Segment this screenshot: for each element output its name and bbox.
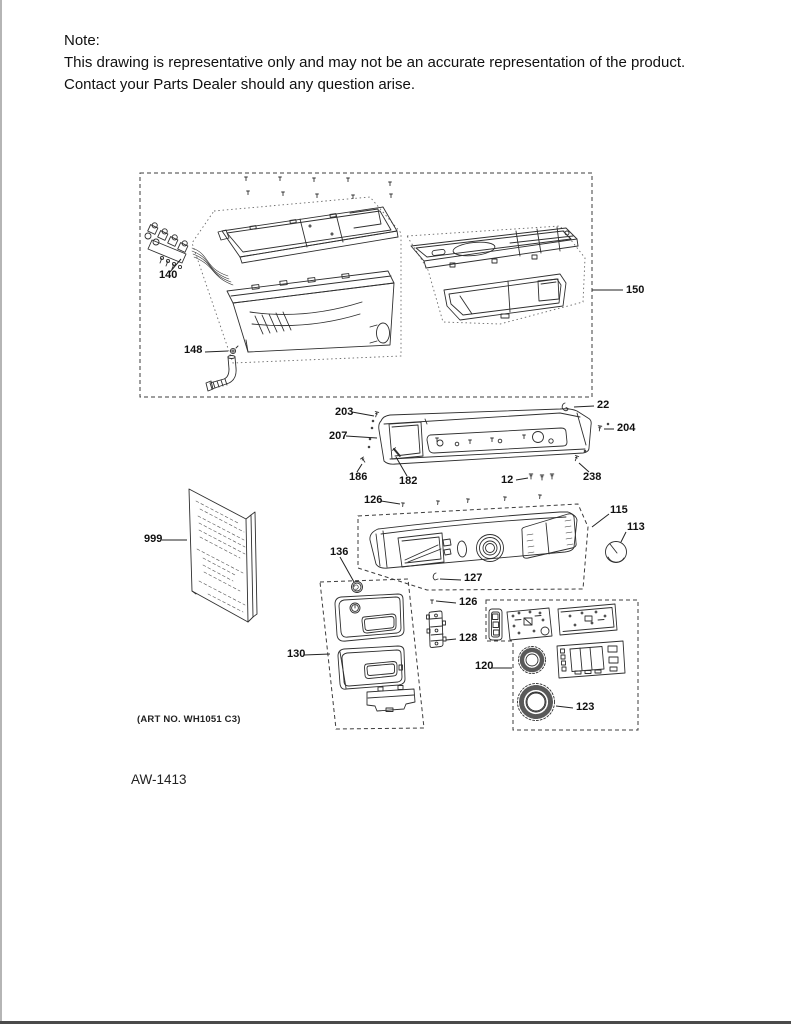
right-subassembly-outline xyxy=(406,225,586,325)
timer-knob xyxy=(605,541,627,563)
callout-126-top: 126 xyxy=(364,494,383,506)
callout-140: 140 xyxy=(159,269,178,281)
control-module xyxy=(556,640,626,679)
panel-screw-row xyxy=(400,494,542,508)
drawer-bracket xyxy=(366,685,416,712)
dial-decal-large xyxy=(517,683,555,721)
dispenser-top-cover xyxy=(410,226,579,269)
callout-leader-lines xyxy=(162,258,627,709)
callout-22: 22 xyxy=(597,399,610,411)
hose-clamp-and-elbow xyxy=(205,345,239,392)
callout-150: 150 xyxy=(626,284,645,296)
callout-186: 186 xyxy=(349,471,368,483)
top-screws xyxy=(244,176,393,200)
note-title: Note: xyxy=(64,32,100,49)
button-strip-parts xyxy=(426,599,447,648)
control-boards-group xyxy=(485,599,639,731)
art-number: (ART NO. WH1051 C3) xyxy=(137,714,241,725)
circuit-board-2 xyxy=(557,603,618,636)
callout-127: 127 xyxy=(464,572,483,584)
group-150-dashed-box xyxy=(139,172,593,398)
callout-120: 120 xyxy=(475,660,494,672)
note-block: Note: This drawing is representative onl… xyxy=(64,30,685,96)
callout-128: 128 xyxy=(459,632,478,644)
group-130-dashed-box xyxy=(319,578,425,730)
callout-136: 136 xyxy=(330,546,349,558)
note-line-2: Contact your Parts Dealer should any que… xyxy=(64,76,416,93)
drawing-number: AW-1413 xyxy=(131,772,187,787)
callout-148: 148 xyxy=(184,344,203,356)
drawer-front-group xyxy=(319,578,425,730)
page-border-left xyxy=(0,0,2,1024)
callout-130: 130 xyxy=(287,648,306,660)
group-115-dashed-box xyxy=(357,503,589,591)
callout-12: 12 xyxy=(501,474,514,486)
callout-999: 999 xyxy=(144,533,163,545)
drawer-handle-lower xyxy=(337,645,406,690)
page-border-bottom xyxy=(0,1021,791,1024)
water-valve-assembly xyxy=(144,222,189,270)
note-line-1: This drawing is representative only and … xyxy=(64,54,686,71)
dispenser-drawer xyxy=(443,273,567,321)
clip-127 xyxy=(432,572,439,581)
small-switch-part xyxy=(488,608,503,641)
callout-204: 204 xyxy=(617,422,636,434)
dial-decal-small xyxy=(518,646,546,674)
group-120-dashed-box xyxy=(485,599,639,731)
callout-182: 182 xyxy=(399,475,418,487)
callout-207: 207 xyxy=(329,430,348,442)
left-subassembly-outline xyxy=(191,196,402,364)
drawer-handle-upper xyxy=(334,593,405,642)
callout-126-mid: 126 xyxy=(459,596,478,608)
dispenser-cover xyxy=(217,206,399,264)
clip-22 xyxy=(561,402,569,412)
callout-203: 203 xyxy=(335,406,354,418)
control-panel xyxy=(369,511,578,569)
callout-113: 113 xyxy=(627,521,645,533)
brand-emblem xyxy=(351,581,363,593)
panel-support-fasteners xyxy=(360,402,603,481)
dispenser-body xyxy=(226,270,395,353)
control-panel-assembly xyxy=(357,494,627,591)
callout-123: 123 xyxy=(576,701,595,713)
dispenser-hoses xyxy=(191,247,234,286)
panel-support-assembly xyxy=(360,402,610,481)
dispenser-assembly-group xyxy=(139,172,623,398)
circuit-board-1 xyxy=(506,607,553,641)
mini-manual xyxy=(188,488,258,623)
callout-238: 238 xyxy=(583,471,602,483)
callout-115: 115 xyxy=(610,504,628,516)
manual-text-lines xyxy=(195,500,246,613)
